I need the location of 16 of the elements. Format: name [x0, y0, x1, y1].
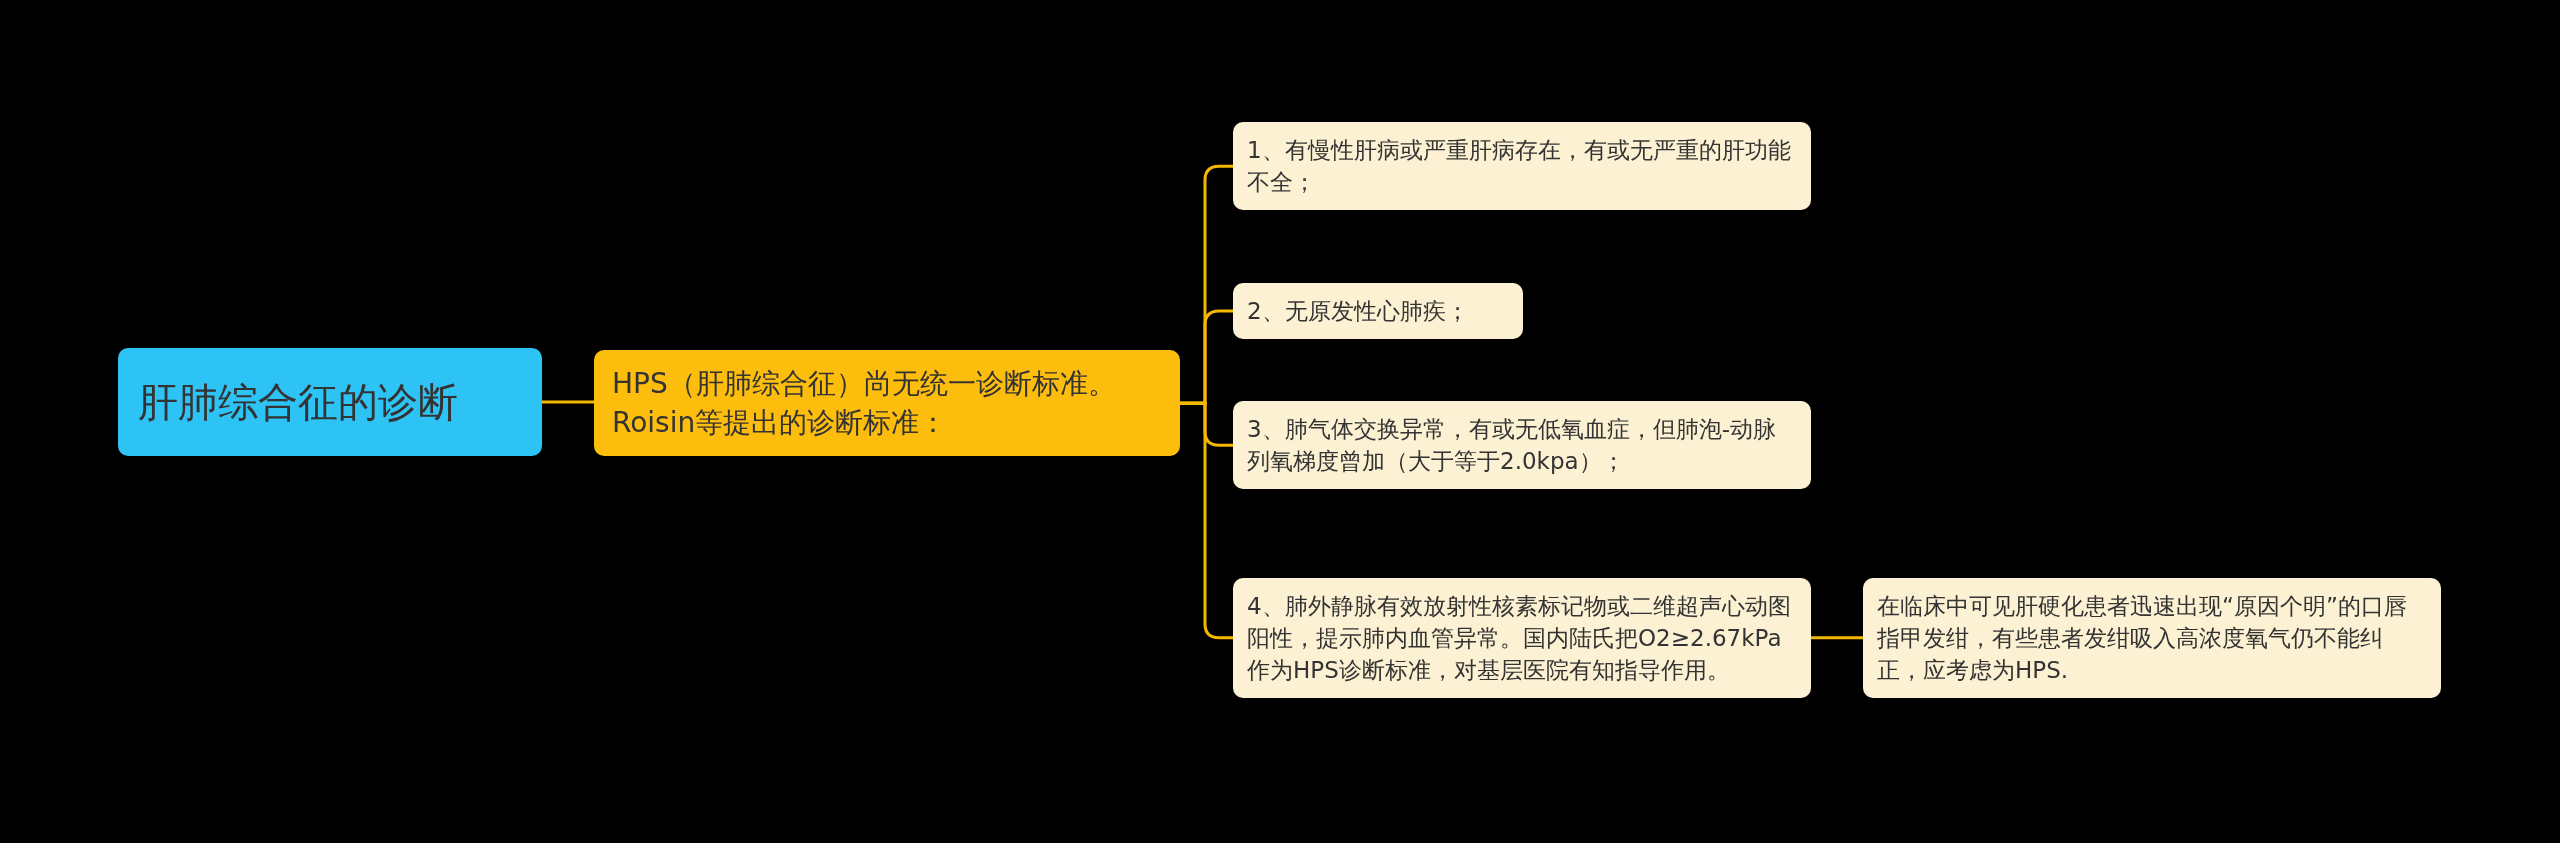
node-text: 3、肺气体交换异常，有或无低氧血症，但肺泡-动脉列氧梯度曾加（大于等于2.0kpa）；: [1247, 415, 1777, 477]
subtopic-box: [1233, 283, 1523, 340]
node-text: 4、肺外静脉有效放射性核素标记物或二维超声心动图阳性，提示肺内血管异常。国内陆氏把O2≥2.67kPa作为HPS诊断标准，对基层医院有知指导作用。: [1247, 591, 1792, 685]
subtopic-box: [1863, 577, 2441, 699]
node-text: 肝肺综合征的诊断: [138, 378, 459, 427]
subtopic-box: [1233, 401, 1811, 490]
node-text: 在临床中可见肝硬化患者迅速出现“原因个明”的口唇指甲发绀，有些患者发绀吸入高浓度氧气仍不能纠正，应考虑为HPS.: [1877, 591, 2408, 685]
subtopic-box: [1233, 122, 1811, 211]
node-text: 2、无原发性心肺疾；: [1247, 297, 1470, 326]
root-topic-box: [118, 348, 542, 456]
node-text: 1、有慢性肝病或严重肝病存在，有或无严重的肝功能不全；: [1247, 136, 1792, 198]
connector-line: [542, 400, 594, 404]
topic-box: [594, 350, 1180, 457]
node-text: HPS（肝肺综合征）尚无统一诊断标准。Roisin等提出的诊断标准：: [612, 366, 1117, 442]
connector-line: [1811, 636, 1863, 640]
subtopic-box: [1233, 577, 1811, 699]
